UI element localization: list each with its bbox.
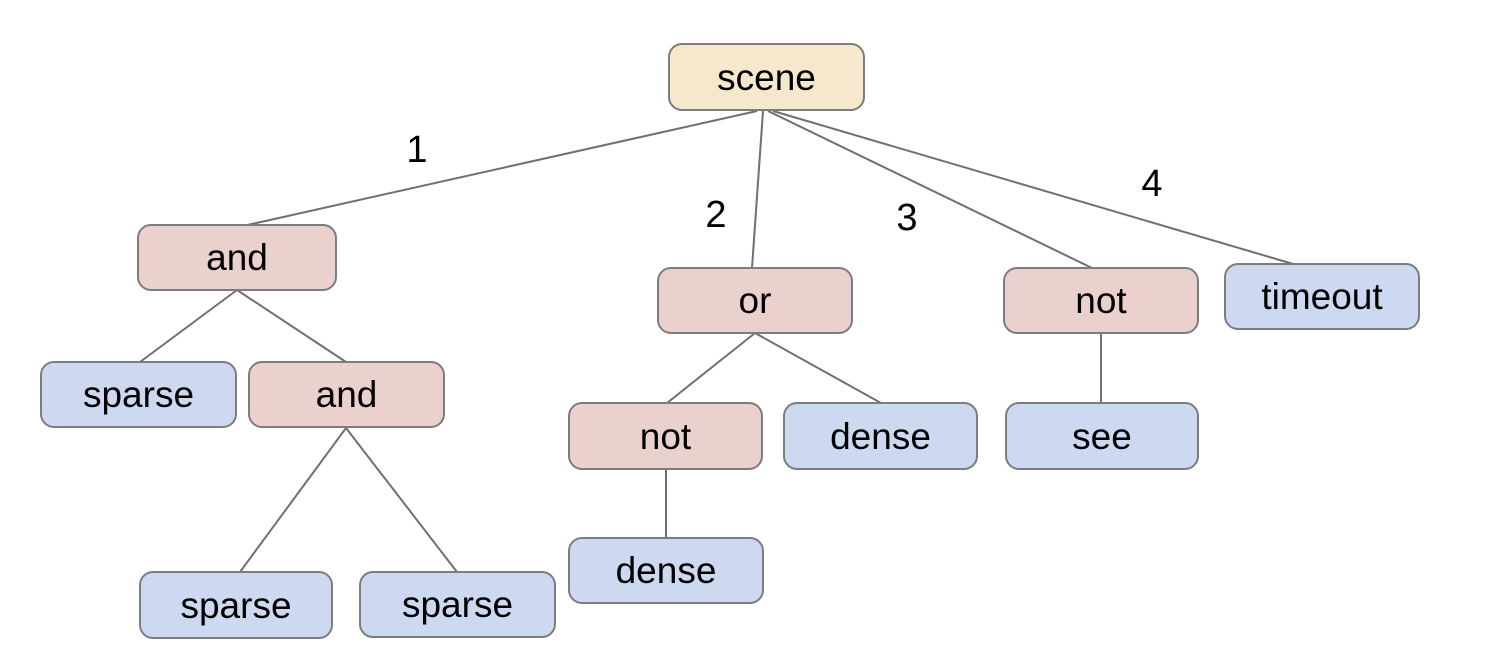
edge-scene-or [751,110,764,269]
edge-scene-and [242,110,758,227]
node-and-2: and [248,361,445,428]
edge-label-4: 4 [1141,163,1162,205]
node-scene: scene [668,43,865,111]
edge-label-1: 1 [406,129,427,171]
node-dense-1: dense [783,402,978,470]
node-not-1: not [1003,267,1199,334]
node-or-1: or [657,267,853,334]
edge-scene-timeout [772,110,1301,267]
edge-or-not [666,332,756,404]
edge-and-and [236,289,347,363]
edge-or-dense [754,332,882,404]
node-dense-2: dense [568,537,764,604]
node-sparse-3: sparse [359,571,556,638]
node-not-2: not [568,402,763,470]
node-see: see [1005,402,1199,470]
edge-label-3: 3 [896,197,917,239]
node-sparse-1: sparse [40,361,237,428]
edge-label-2: 2 [705,194,726,236]
node-sparse-2: sparse [139,571,333,639]
node-timeout: timeout [1224,263,1420,330]
edge-and-sparse [139,289,238,363]
edge-and2-sparse-l [239,427,347,573]
edge-and2-sparse-r [345,427,458,573]
node-and-1: and [137,224,337,291]
edge-scene-not [767,110,1093,269]
